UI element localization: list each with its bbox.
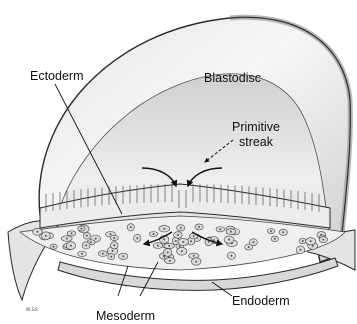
cell-nucleus bbox=[252, 241, 254, 243]
label-primitive-streak-line2: streak bbox=[239, 135, 274, 149]
cell-nucleus bbox=[110, 233, 112, 235]
corner-mark: w.ss bbox=[25, 307, 38, 313]
cell-nucleus bbox=[163, 228, 165, 230]
cell-nucleus bbox=[198, 226, 200, 228]
label-endoderm: Endoderm bbox=[232, 294, 290, 308]
cell-nucleus bbox=[163, 239, 165, 241]
label-primitive-streak-line1: Primitive bbox=[232, 120, 280, 134]
cell-nucleus bbox=[113, 244, 115, 246]
cell-nucleus bbox=[90, 241, 92, 243]
cell-nucleus bbox=[81, 253, 83, 255]
cell-nucleus bbox=[71, 232, 73, 234]
cell-nucleus bbox=[274, 238, 276, 240]
cell-nucleus bbox=[130, 226, 132, 228]
cell-nucleus bbox=[95, 238, 97, 240]
label-blastodisc: Blastodisc bbox=[204, 71, 261, 85]
cell-nucleus bbox=[110, 256, 112, 258]
cell-nucleus bbox=[228, 239, 230, 241]
cell-nucleus bbox=[45, 235, 47, 237]
cell-nucleus bbox=[193, 235, 195, 237]
cell-nucleus bbox=[300, 249, 302, 251]
cell-nucleus bbox=[182, 241, 184, 243]
cell-nucleus bbox=[136, 237, 138, 239]
cell-nucleus bbox=[112, 250, 114, 252]
cell-nucleus bbox=[230, 255, 232, 257]
cell-nucleus bbox=[86, 235, 88, 237]
cell-nucleus bbox=[85, 244, 87, 246]
cell-nucleus bbox=[113, 237, 115, 239]
cell-nucleus bbox=[157, 245, 159, 247]
cell-nucleus bbox=[70, 245, 72, 247]
cell-nucleus bbox=[80, 228, 82, 230]
cell-nucleus bbox=[193, 255, 195, 257]
cell-nucleus bbox=[248, 246, 250, 248]
cell-nucleus bbox=[181, 250, 183, 252]
label-ectoderm: Ectoderm bbox=[30, 69, 84, 83]
cell-nucleus bbox=[230, 231, 232, 233]
cell-nucleus bbox=[179, 245, 181, 247]
cell-nucleus bbox=[282, 231, 284, 233]
cell-nucleus bbox=[167, 252, 169, 254]
cell-nucleus bbox=[153, 233, 155, 235]
cell-nucleus bbox=[169, 260, 171, 262]
cell-nucleus bbox=[66, 238, 68, 240]
cell-nucleus bbox=[219, 228, 221, 230]
cell-nucleus bbox=[168, 245, 170, 247]
cell-nucleus bbox=[322, 239, 324, 241]
cell-nucleus bbox=[310, 240, 312, 242]
label-mesoderm: Mesoderm bbox=[96, 309, 155, 323]
cell-nucleus bbox=[190, 240, 192, 242]
cell-nucleus bbox=[180, 227, 182, 229]
cell-nucleus bbox=[195, 261, 197, 263]
cell-nucleus bbox=[312, 245, 314, 247]
cell-nucleus bbox=[53, 246, 55, 248]
cell-nucleus bbox=[302, 240, 304, 242]
cell-nucleus bbox=[122, 255, 124, 257]
cell-nucleus bbox=[175, 240, 177, 242]
cell-nucleus bbox=[213, 239, 215, 241]
cell-nucleus bbox=[36, 231, 38, 233]
cell-nucleus bbox=[270, 230, 272, 232]
cell-nucleus bbox=[177, 234, 179, 236]
cell-nucleus bbox=[102, 253, 104, 255]
